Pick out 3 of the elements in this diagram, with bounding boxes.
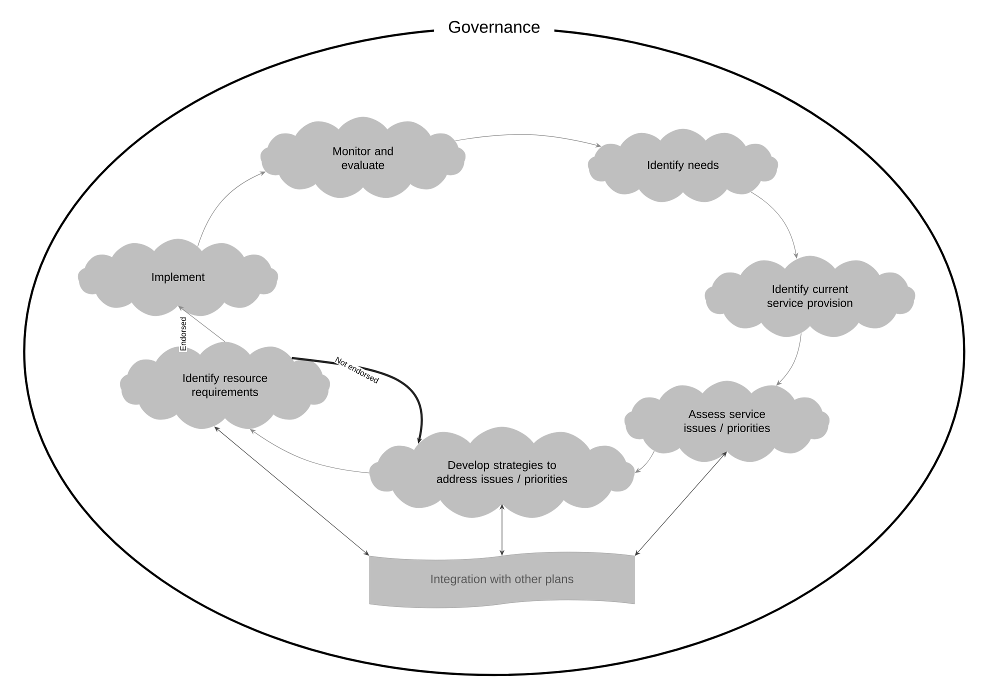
arrow bbox=[178, 306, 226, 342]
heading: Governance bbox=[434, 18, 554, 36]
arrow bbox=[455, 134, 602, 148]
